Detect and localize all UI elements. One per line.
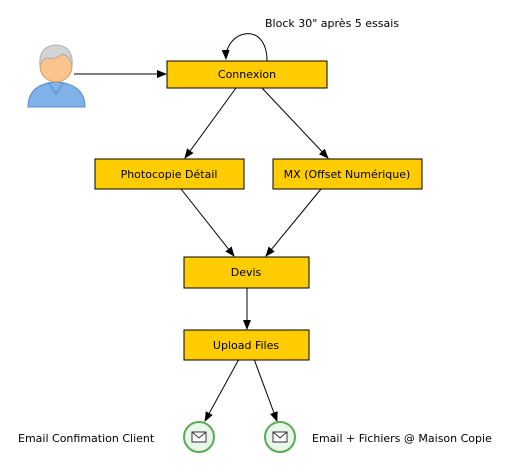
- edge-connexion-self-loop: [221, 33, 268, 62]
- edge-upload-to-email-client: [204, 358, 240, 422]
- edge-photocopie-to-devis: [180, 188, 235, 257]
- endpoint-email-maison: [264, 421, 296, 453]
- node-connexion: Connexion: [166, 60, 328, 89]
- envelope-icon: [191, 431, 207, 443]
- edge-connexion-to-photocopie: [184, 87, 237, 159]
- node-devis: Devis: [183, 256, 310, 289]
- node-mx-offset-label: MX (Offset Numérique): [284, 168, 411, 181]
- node-upload-files-label: Upload Files: [213, 339, 279, 352]
- node-connexion-label: Connexion: [218, 68, 276, 81]
- edge-connexion-to-mx: [261, 87, 329, 159]
- endpoint-email-client: [183, 421, 215, 453]
- user-icon: [27, 44, 86, 108]
- email-client-label: Email Confimation Client: [18, 432, 155, 445]
- node-photocopie-detail: Photocopie Détail: [94, 158, 245, 190]
- node-upload-files: Upload Files: [183, 329, 310, 361]
- envelope-icon: [272, 431, 288, 443]
- email-maison-label: Email + Fichiers @ Maison Copie: [312, 432, 492, 445]
- node-photocopie-detail-label: Photocopie Détail: [121, 168, 218, 181]
- edge-mx-to-devis: [265, 188, 322, 257]
- node-devis-label: Devis: [231, 266, 262, 279]
- node-mx-offset: MX (Offset Numérique): [272, 158, 423, 190]
- edge-upload-to-email-maison: [253, 358, 278, 422]
- self-loop-annotation: Block 30" après 5 essais: [265, 17, 399, 30]
